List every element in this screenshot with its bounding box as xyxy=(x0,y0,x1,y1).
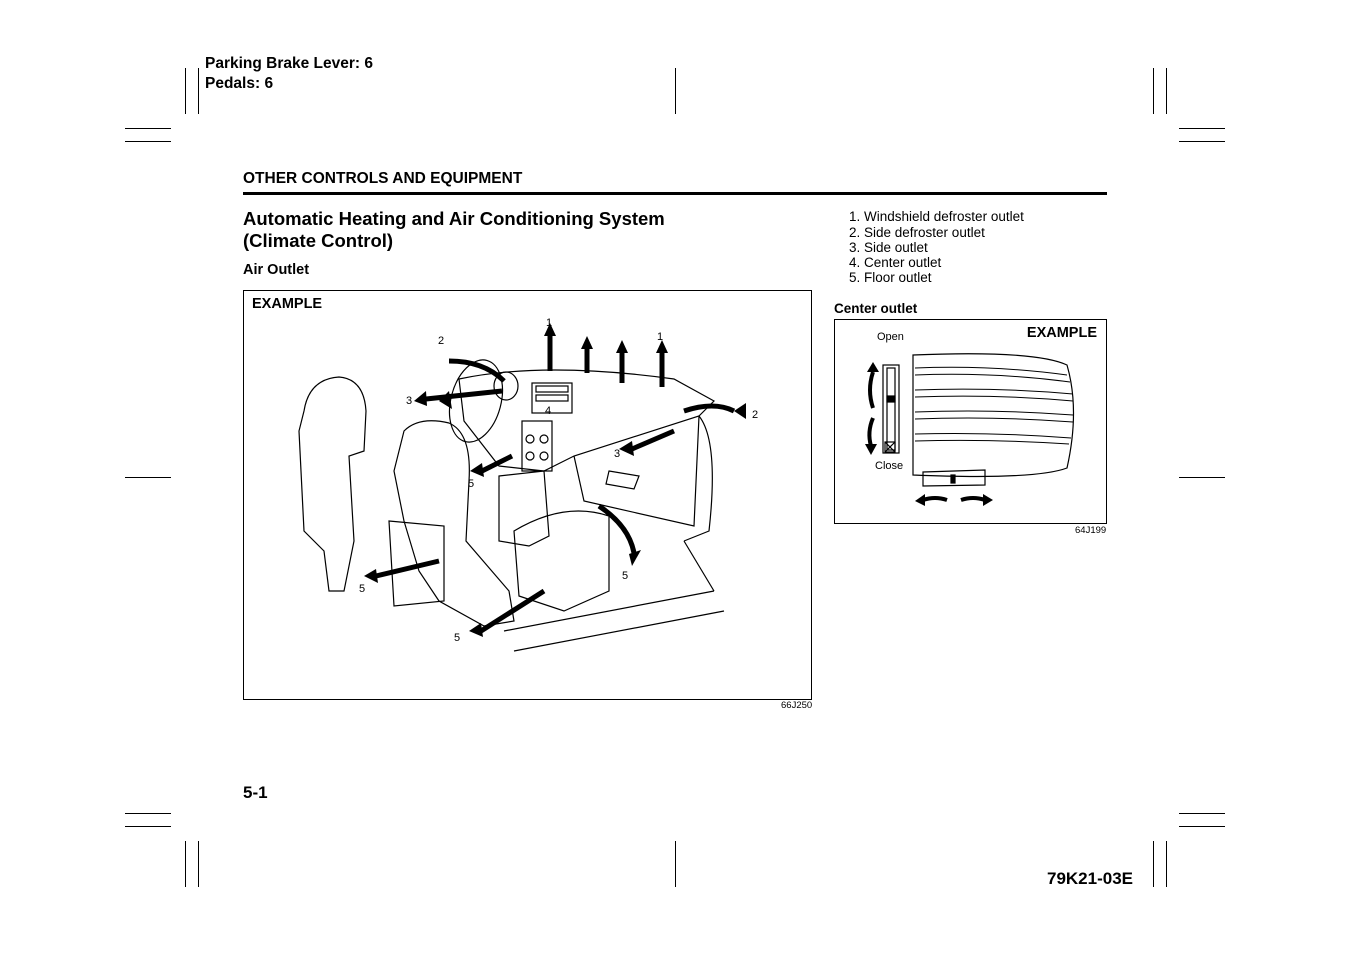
center-outlet-heading: Center outlet xyxy=(834,301,918,316)
callout-label: 2 xyxy=(752,409,759,421)
legend-item: 1. Windshield defroster outlet xyxy=(849,209,1024,224)
crop-mark xyxy=(675,68,676,114)
example-label: EXAMPLE xyxy=(1026,325,1097,341)
center-console xyxy=(498,470,550,547)
section-rule xyxy=(243,192,1107,195)
toc-entry: Parking Brake Lever: 6 xyxy=(205,55,374,72)
crop-mark xyxy=(125,141,171,142)
open-label: Open xyxy=(877,331,904,343)
legend-item: 5. Floor outlet xyxy=(849,270,932,285)
crop-mark xyxy=(1179,128,1225,129)
callout-label: 3 xyxy=(614,448,621,460)
callout-label: 5 xyxy=(359,583,366,595)
callout-label: 2 xyxy=(438,335,445,347)
callout-label: 3 xyxy=(406,395,413,407)
callout-label: 5 xyxy=(468,478,475,490)
section-header: OTHER CONTROLS AND EQUIPMENT xyxy=(243,170,523,187)
callout-label: 5 xyxy=(454,632,461,644)
crop-mark xyxy=(1179,813,1225,814)
legend-item: 4. Center outlet xyxy=(849,255,942,270)
air-outlet-figure: EXAMPLE xyxy=(243,290,812,700)
crop-mark xyxy=(1179,477,1225,478)
legend-item: 3. Side outlet xyxy=(849,240,928,255)
vent-body xyxy=(912,353,1075,478)
crop-mark xyxy=(185,68,186,114)
document-code: 79K21-03E xyxy=(1047,869,1134,888)
crop-mark xyxy=(125,128,171,129)
steering-wheel xyxy=(448,359,504,443)
close-label: Close xyxy=(875,460,904,472)
vent-illustration xyxy=(865,353,1075,506)
callout-label: 5 xyxy=(622,570,629,582)
horizontal-slider xyxy=(922,469,986,487)
crop-mark xyxy=(1153,68,1154,114)
crop-mark xyxy=(1179,141,1225,142)
callout-label: 4 xyxy=(545,405,552,417)
crop-mark xyxy=(675,841,676,887)
crop-mark xyxy=(1179,826,1225,827)
example-label: EXAMPLE xyxy=(252,296,323,312)
dashboard xyxy=(458,369,715,472)
page-title-line: Automatic Heating and Air Conditioning S… xyxy=(243,208,665,229)
toc-entry: Pedals: 6 xyxy=(205,75,274,92)
crop-mark xyxy=(125,826,171,827)
crop-mark xyxy=(198,841,199,887)
crop-mark xyxy=(185,841,186,887)
page-title: Automatic Heating and Air Conditioning S… xyxy=(243,208,665,252)
crop-mark xyxy=(1153,841,1154,887)
crop-mark xyxy=(125,813,171,814)
page-number: 5-1 xyxy=(243,783,268,802)
legend-item: 2. Side defroster outlet xyxy=(849,225,985,240)
rear-seat xyxy=(298,376,367,592)
subheading: Air Outlet xyxy=(243,262,310,278)
figure-code: 66J250 xyxy=(781,700,813,711)
crop-mark xyxy=(1166,841,1167,887)
driver-seat xyxy=(393,420,515,627)
center-outlet-figure: EXAMPLE Open Close xyxy=(834,319,1107,524)
figure-code: 64J199 xyxy=(1075,525,1107,536)
callout-label: 1 xyxy=(546,317,553,329)
crop-mark xyxy=(1166,68,1167,114)
car-interior-illustration xyxy=(298,323,746,652)
page-title-line: (Climate Control) xyxy=(243,230,394,251)
crop-mark xyxy=(198,68,199,114)
crop-mark xyxy=(125,477,171,478)
control-wheel xyxy=(882,364,900,454)
callout-label: 1 xyxy=(657,331,664,343)
